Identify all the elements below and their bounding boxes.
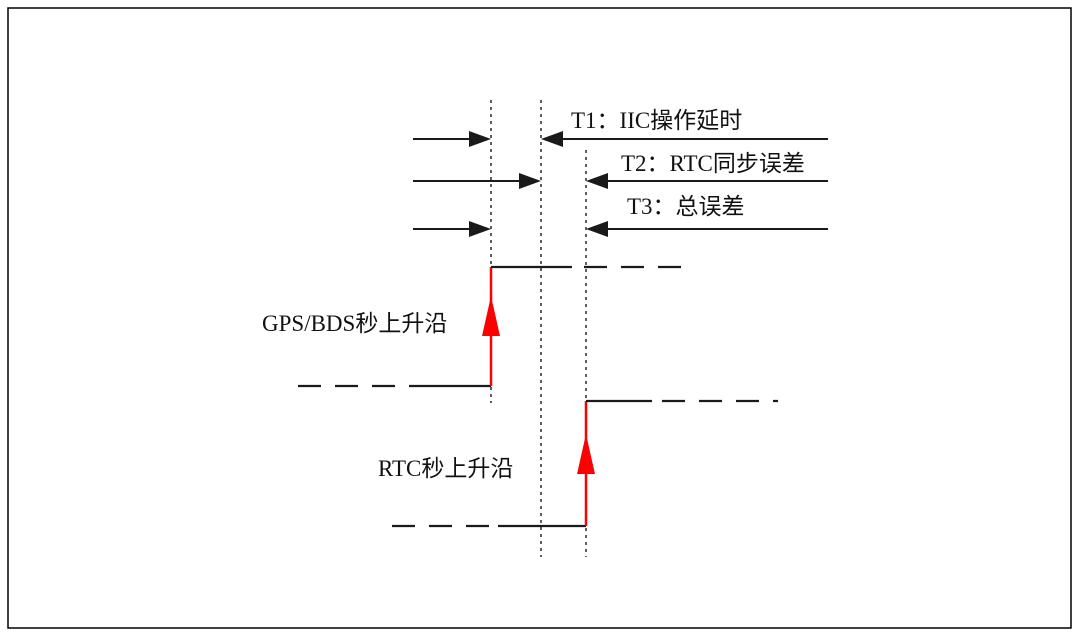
t3-right-arrowhead (586, 221, 608, 237)
rtc-signal-label: RTC秒上升沿 (378, 456, 513, 481)
t3-left-arrowhead (469, 221, 491, 237)
t2-right-arrowhead (586, 173, 608, 189)
outer-border (7, 7, 1072, 629)
gps-rising-arrowhead (482, 296, 500, 336)
t1-label: T1：IIC操作延时 (571, 108, 742, 133)
gps-signal-label: GPS/BDS秒上升沿 (262, 311, 447, 336)
t1-left-arrowhead (469, 131, 491, 147)
t2-left-arrowhead (519, 173, 541, 189)
t1-right-arrowhead (541, 131, 563, 147)
t2-label: T2：RTC同步误差 (621, 151, 805, 176)
t3-label: T3：总误差 (627, 194, 745, 219)
rtc-rising-arrowhead (577, 434, 595, 474)
